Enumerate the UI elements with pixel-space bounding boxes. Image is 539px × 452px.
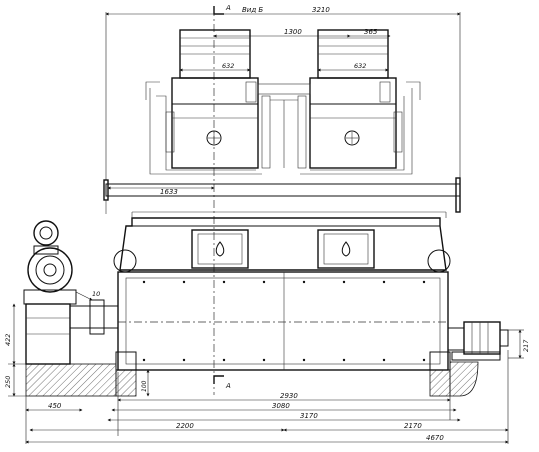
dim-base-3080: 3080 — [272, 402, 290, 410]
view-label: Вид Б — [242, 6, 263, 14]
main-pipe: 1633 — [103, 177, 461, 214]
dim-right-offset: 365 — [364, 28, 378, 36]
dim-motor-offset: 10 — [92, 290, 100, 298]
top-view: А А Вид Б 3210 1300 365 632 — [103, 4, 461, 395]
left-drive: 10 — [23, 220, 119, 365]
dim-drive-height: 217 — [522, 339, 530, 352]
center-piping — [145, 81, 421, 169]
inspection-door-right — [317, 229, 375, 269]
dim-overall-top: 3210 — [312, 6, 330, 14]
section-mark-bottom: А — [225, 382, 231, 390]
dim-base-2170: 2170 — [404, 422, 422, 430]
burner-unit-left: 632 — [149, 29, 262, 175]
dim-burner-spacing: 1300 — [284, 28, 302, 36]
dim-base-2200: 2200 — [176, 422, 194, 430]
dryer-housing — [113, 211, 451, 371]
dim-small-height: 100 — [141, 380, 148, 392]
burner-unit-right: 632 — [300, 29, 413, 175]
dim-motor-height: 422 — [4, 334, 12, 346]
dim-burner-right: 632 — [354, 62, 366, 70]
front-view: 10 422 250 100 217 — [4, 211, 530, 444]
dim-foundation-height: 250 — [4, 376, 12, 388]
dim-base-2930: 2930 — [280, 392, 298, 400]
foundation — [25, 361, 479, 397]
section-mark-top: А — [225, 4, 231, 12]
dim-foot-width: 450 — [48, 402, 62, 410]
dim-burner-left: 632 — [222, 62, 234, 70]
dim-base-3170: 3170 — [300, 412, 318, 420]
dim-pipe-length: 1633 — [160, 188, 178, 196]
right-drive — [447, 321, 509, 361]
dim-overall-bottom: 4670 — [426, 434, 444, 442]
inspection-door-left — [191, 229, 249, 269]
